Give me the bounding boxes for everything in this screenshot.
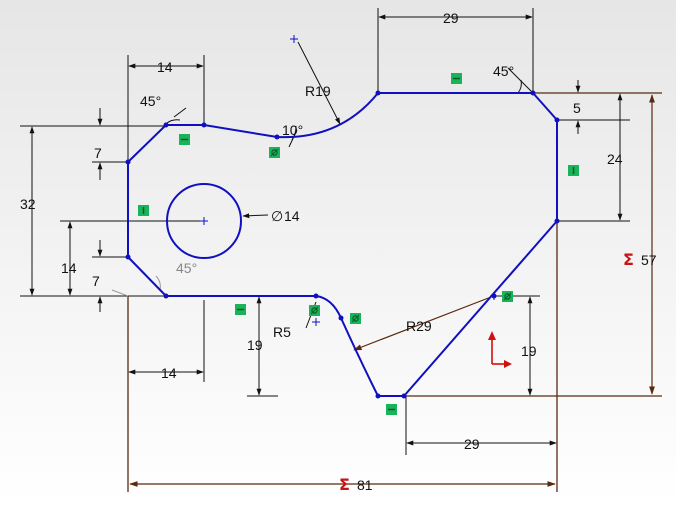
construction-lines (111, 289, 129, 297)
dim-14-bottom[interactable]: 14 (161, 365, 177, 381)
sigma-icon-57: Σ (623, 250, 634, 269)
dim-diameter-symbol[interactable]: ∅ (271, 208, 283, 224)
dimension-lines (29, 14, 623, 446)
dim-5[interactable]: 5 (573, 100, 581, 116)
tangent-icon[interactable] (269, 147, 280, 158)
dim-29-bottom[interactable]: 29 (464, 436, 480, 452)
dim-diameter-14[interactable]: 14 (284, 208, 300, 224)
dim-19-left[interactable]: 19 (247, 337, 263, 353)
sketch-profile[interactable] (127, 92, 558, 397)
dim-24[interactable]: 24 (607, 151, 623, 167)
dim-14-top[interactable]: 14 (157, 59, 173, 75)
tangent-icon[interactable] (309, 305, 320, 316)
dim-r19[interactable]: R19 (305, 83, 331, 99)
dim-45-lower[interactable]: 45° (176, 260, 197, 276)
dim-10-degree[interactable]: 10° (282, 122, 303, 138)
dim-14-left[interactable]: 14 (61, 260, 77, 276)
relation-icons[interactable] (138, 73, 579, 415)
vertical-icon[interactable] (568, 165, 579, 176)
dim-19-right[interactable]: 19 (521, 343, 537, 359)
dim-81[interactable]: 81 (357, 477, 373, 493)
center-marks (200, 35, 498, 326)
hole-circle[interactable] (166, 183, 242, 259)
sketch-points (125, 90, 560, 399)
dim-r5[interactable]: R5 (273, 324, 291, 340)
driven-reference-lines (127, 92, 662, 492)
horizontal-icon[interactable] (179, 134, 190, 145)
dim-7-upper[interactable]: 7 (94, 145, 102, 161)
dim-57[interactable]: 57 (641, 252, 657, 268)
dim-7-lower[interactable]: 7 (92, 273, 100, 289)
dim-29-top[interactable]: 29 (443, 10, 459, 26)
driven-dimension-lines (129, 94, 655, 487)
dim-32[interactable]: 32 (20, 196, 36, 212)
dim-45-top-left[interactable]: 45° (140, 93, 161, 109)
dim-45-top-right[interactable]: 45° (493, 63, 514, 79)
vertical-icon[interactable] (138, 205, 149, 216)
horizontal-icon[interactable] (451, 73, 462, 84)
sigma-icon-81: Σ (339, 475, 350, 494)
horizontal-icon[interactable] (235, 304, 246, 315)
tangent-icon[interactable] (350, 313, 361, 324)
dimension-labels: 29 14 45° 45° R19 10° 5 24 7 32 ∅ 14 14 … (20, 10, 657, 494)
tangent-icon[interactable] (502, 291, 513, 302)
origin-axis-icon (488, 331, 512, 368)
horizontal-icon[interactable] (386, 404, 397, 415)
dim-r29[interactable]: R29 (406, 318, 432, 334)
